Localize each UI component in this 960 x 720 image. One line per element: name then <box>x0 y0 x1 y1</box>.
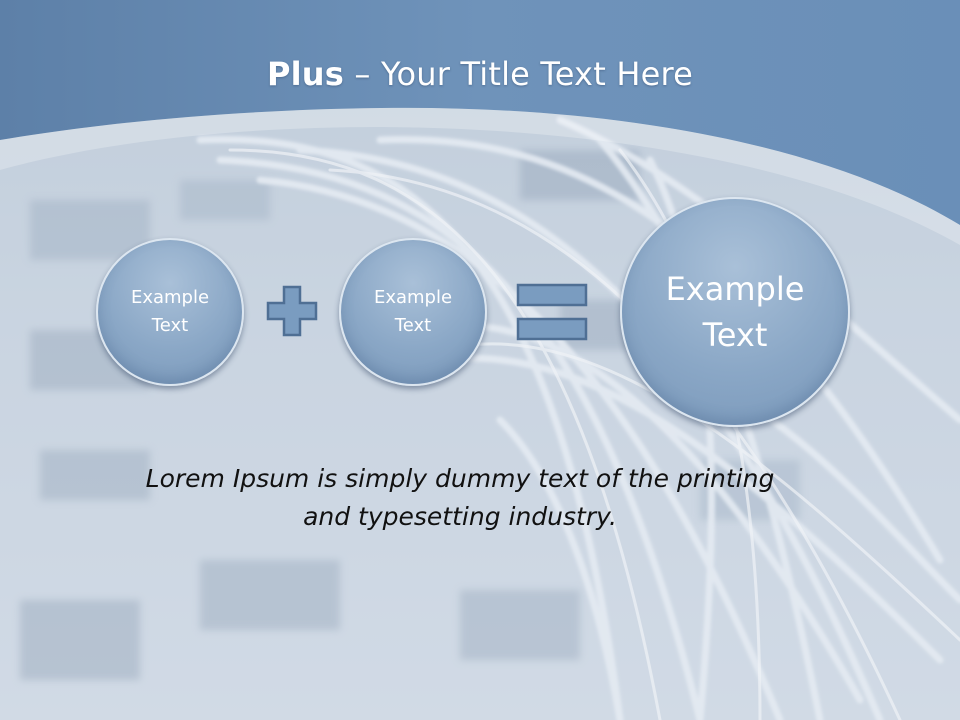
title-text: – Your Title Text Here <box>344 55 694 93</box>
example-circle-result: Example Text <box>620 197 850 427</box>
circle-1-line-2: Text <box>151 315 189 336</box>
circle-2-line-1: Example <box>373 287 453 308</box>
circle-1-line-1: Example <box>130 287 210 308</box>
example-circle-1: Example Text <box>96 238 244 386</box>
equals-icon <box>516 283 588 341</box>
example-circle-2: Example Text <box>339 238 487 386</box>
plus-icon <box>266 285 318 337</box>
circle-3-label: Example Text <box>622 266 848 358</box>
slide-title: Plus – Your Title Text Here <box>0 52 960 96</box>
circle-3-line-2: Text <box>702 316 768 354</box>
circle-2-line-2: Text <box>394 315 432 336</box>
title-bold-word: Plus <box>266 55 345 93</box>
body-caption: Lorem Ipsum is simply dummy text of the … <box>100 460 820 536</box>
circle-3-line-1: Example <box>665 270 805 308</box>
caption-line-1: Lorem Ipsum is simply dummy text of the … <box>145 464 775 493</box>
caption-line-2: and typesetting industry. <box>303 502 617 531</box>
circle-2-label: Example Text <box>341 284 485 340</box>
circle-1-label: Example Text <box>98 284 242 340</box>
